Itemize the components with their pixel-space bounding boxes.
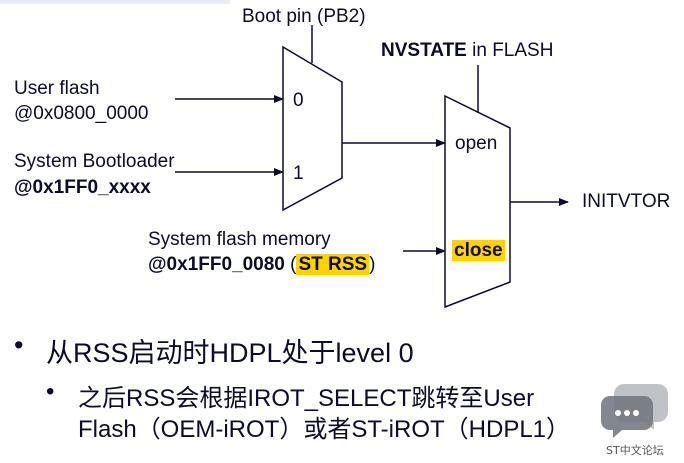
boot-pin-label: Boot pin (PB2) bbox=[242, 6, 366, 27]
mux1-input-0: 0 bbox=[293, 90, 304, 111]
bullet-dot-2: • bbox=[46, 378, 55, 405]
sys-flash-address: @0x1FF0_0080 bbox=[148, 254, 285, 275]
watermark-text: ST中文论坛 bbox=[606, 444, 664, 457]
user-flash-address: @0x0800_0000 bbox=[14, 103, 149, 124]
bullet-level2-line2: Flash（OEM-iROT）或者ST-iROT（HDPL1） bbox=[78, 416, 571, 443]
mux2-open-label: open bbox=[455, 133, 498, 154]
bullet-dot-1: • bbox=[14, 330, 24, 360]
initvtor-label: INITVTOR bbox=[582, 191, 671, 212]
mux2-close-label: close bbox=[452, 240, 505, 262]
forum-watermark: ST中文论坛 bbox=[598, 380, 678, 460]
sys-bootloader-name: System Bootloader bbox=[14, 151, 175, 172]
bullet-level1: 从RSS启动时HDPL处于level 0 bbox=[46, 338, 414, 368]
close-highlight: close bbox=[452, 240, 505, 261]
nvstate-label-rest: in FLASH bbox=[466, 40, 554, 61]
bullet-level2-line1: 之后RSS会根据IROT_SELECT跳转至User bbox=[78, 385, 535, 412]
user-flash-name: User flash bbox=[14, 78, 100, 99]
nvstate-label-bold: NVSTATE bbox=[381, 40, 467, 61]
chat-bubble-icon bbox=[601, 384, 668, 438]
st-rss-highlight: ST RSS bbox=[296, 254, 370, 275]
sys-flash-paren-close: ) bbox=[369, 254, 376, 275]
sys-bootloader-address: @0x1FF0_xxxx bbox=[14, 177, 151, 198]
sys-flash-address-line: @0x1FF0_0080 (ST RSS) bbox=[148, 254, 375, 276]
mux-boot-pin bbox=[282, 45, 343, 212]
mux1-input-1: 1 bbox=[293, 163, 304, 184]
mux-nvstate bbox=[444, 94, 511, 309]
sys-flash-paren-open: ( bbox=[284, 254, 297, 275]
top-strip bbox=[0, 0, 230, 4]
nvstate-label: NVSTATE in FLASH bbox=[381, 40, 553, 62]
sys-flash-name: System flash memory bbox=[148, 229, 331, 250]
